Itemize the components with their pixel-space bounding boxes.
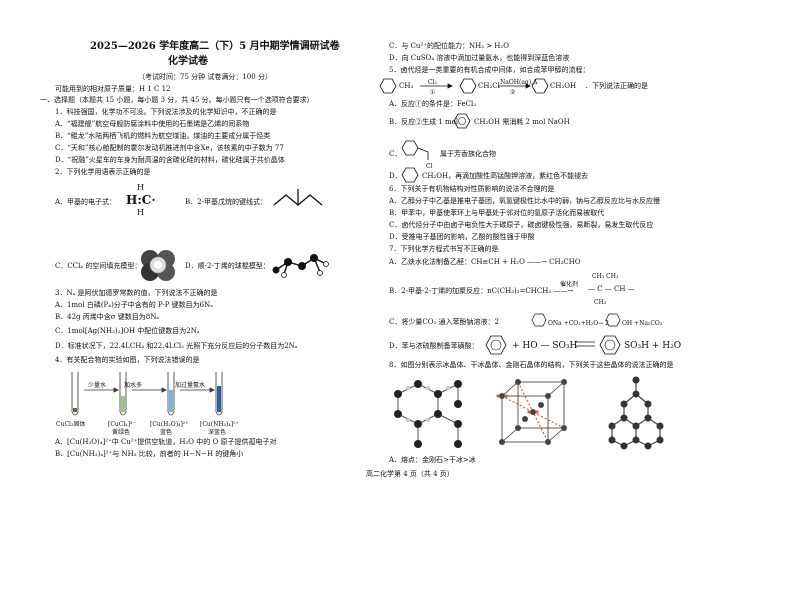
- q1-option-a: A．“福建舰”航空母舰防腐涂料中使用的石墨烯是乙烯的同系物: [55, 120, 250, 128]
- q2-option-b: B．2-甲基戊烷的键线式：: [185, 198, 267, 206]
- tube-label-cu-nh3: [Cu(NH₃)₄]²⁺: [200, 421, 239, 428]
- q4-option-d: D．向 CuSO₄ 溶液中滴加过量氨水，也能得到深蓝色溶液: [389, 54, 570, 62]
- q3-option-d: D．标准状况下，22.4LCH₄ 和22.4LCl₂ 光照下充分反应后的分子数目…: [55, 342, 298, 350]
- tube-label-cu-h2o: [Cu(H₂O)₄]²⁺: [150, 421, 189, 428]
- atomic-mass-line: 可能用到的相对原子质量：H 1 C 12: [55, 85, 171, 93]
- q7-d-end: SO₃H + H₂O: [624, 341, 682, 351]
- chlorine-label: Cl: [426, 163, 433, 170]
- methyl-h-bottom: H: [137, 208, 144, 217]
- q1-option-c: C．“天和”核心舱配制的霍尔发动机推进剂中含Xe，该核素的中子数为 77: [55, 144, 284, 152]
- methyl-electron-formula: H:C·: [126, 193, 156, 207]
- ice-crystal-structure-image: [394, 380, 462, 448]
- q2-option-d: D．顺-2-丁烯的球棍模型：: [185, 262, 270, 270]
- q2-stem: 2．下列化学用语表示正确的是: [55, 168, 151, 176]
- q3-option-a: A．1mol 白磷(P₄)分子中含有的 P-P 键数目为6Nₐ: [55, 301, 213, 309]
- phenol-ring-icon: [605, 313, 621, 327]
- equilibrium-arrow: [575, 341, 595, 347]
- q5-stem: 5．卤代烃是一类重要的有机合成中间体，如合成苯甲醇的流程：: [389, 66, 590, 74]
- q5-option-c-start: C．: [389, 150, 402, 158]
- q5-option-d-start: D．: [389, 172, 402, 180]
- ccl4-space-filling-model: [141, 250, 175, 281]
- q6-option-c: C．卤代烃分子中由卤子电负性大于碳原子，碳卤键极性强，易断裂，易发生取代反应: [389, 221, 654, 229]
- q2-option-a: A．甲基的电子式：: [55, 198, 117, 206]
- methyl-h-top: H: [137, 183, 144, 192]
- q5-stem-tail: ．下列说法正确的是: [585, 82, 648, 90]
- chlorobenzyl-compound-structure: [401, 140, 429, 160]
- q6-option-a: A．乙醇分子中乙基是推电子基团，氧氢键极性比水中的弱，钠与乙醇反应比与水反应慢: [389, 197, 661, 205]
- q7-catalyst-label: 催化剂: [560, 281, 579, 288]
- tube-label-blue: 蓝色: [160, 429, 173, 436]
- phenoxide-ring-icon: [531, 313, 547, 327]
- subject-title: 化学试卷: [168, 56, 208, 67]
- q5-option-c-end: 属于芳香族化合物: [440, 150, 496, 158]
- polymer-top: CH₃ CH₃: [592, 273, 619, 280]
- q8-option-a: A．熔点：金刚石>干冰>冰: [389, 456, 476, 464]
- q7-option-d: D．苯与浓硫酸制备苯磺酸：: [389, 342, 479, 350]
- step2-number: ②: [510, 89, 516, 96]
- step1-number: ①: [430, 89, 436, 96]
- arrow-label-excess-ammonia: 加过量氨水: [175, 382, 206, 389]
- q1-option-d: D．“祝融”火星车的车身为耐高温的含碳化硅的材料，碳化硅属于共价晶体: [55, 156, 285, 164]
- q3-stem: 3．Nₐ 是阿伏加德罗常数的值，下列说法不正确的是: [55, 289, 218, 297]
- methylpentane-skeletal-formula: [273, 189, 323, 206]
- benzene-reactant-ring: [485, 335, 507, 355]
- q4-stem: 4．有关配合物的实验如图，下列说法错误的是: [55, 356, 200, 364]
- q6-option-d: D．受推电子基团的影响，乙酸的酸性强于甲酸: [389, 233, 535, 241]
- diamond-crystal-structure-image: [608, 376, 664, 450]
- q7-stem: 7．下列化学方程式书写不正确的是: [389, 245, 499, 253]
- page-footer: 高二化学第 4 页（共 4 页）: [366, 470, 454, 478]
- complex-experiment-diagram: [71, 372, 223, 416]
- arrow-label-more-water: 加水多: [124, 382, 143, 389]
- exam-info: （考试时间：75 分钟 试卷满分：100 分）: [138, 73, 272, 81]
- dry-ice-crystal-structure-image: [496, 379, 567, 445]
- q5-option-d-end: CH₂OH，再滴加酸性高锰酸钾溶液，紫红色不能褪去: [422, 172, 589, 180]
- q4-option-b: B．[Cu(NH₃)₄]²⁺与 NH₃ 比较，前者的 H−N−H 的键角小: [55, 450, 244, 458]
- benzyl-alcohol-synthesis-scheme: [379, 78, 549, 94]
- cis-2-butene-ball-stick-model: [272, 254, 329, 278]
- q1-stem: 1．科技强国，化学功不可没。下列说法涉及的化学知识中，不正确的是: [55, 108, 277, 116]
- tube-label-cucl2-solid: CuCl₂固体: [56, 421, 86, 428]
- q7-d-middle: + HO — SO₃H: [512, 341, 578, 351]
- q3-option-c: C．1mol[Ag(NH₃)₂]OH 中配位键数目为2Nₐ: [55, 327, 200, 335]
- benzyl-chloride-ch2cl: CH₂Cl: [478, 82, 500, 90]
- tube-label-cucl4: [CuCl₄]²⁻: [108, 421, 136, 428]
- q1-option-b: B．“鲲龙”水陆两栖飞机的燃料为航空煤油，煤油的主要成分属于烃类: [55, 132, 271, 140]
- q5-option-a: A．反应①的条件是：FeCl₃: [389, 100, 477, 108]
- benzene-ring-icon-d: [401, 167, 419, 183]
- tube-label-deep-blue: 深蓝色: [208, 429, 227, 436]
- q7-option-b: B．2-甲基-2-丁烯的加聚反应：nC(CH₃)₂=CHCH₃ ——→: [389, 287, 574, 295]
- polymer-chain: — C — CH —: [588, 285, 635, 293]
- q7-option-c: C．将少量CO₂ 通入苯酚钠溶液：2: [389, 318, 499, 326]
- section-one-heading: 一、选择题（本题共 15 小题，每小题 3 分，共 45 分。每小题只有一个选项…: [40, 96, 314, 104]
- benzyl-alcohol-ch2oh: CH₂OH: [550, 82, 577, 90]
- q5-option-b-start: B．反应②生成 1 mol: [389, 118, 459, 126]
- benzenesulfonic-acid-ring: [599, 335, 621, 355]
- arrow-label-small-water: 少量水: [88, 382, 107, 389]
- q4-option-c: C．与 Cu²⁺的配位能力：NH₃ > H₂O: [389, 42, 509, 50]
- q5-option-b-end: CH₂OH 需消耗 2 mol NaOH: [474, 118, 570, 126]
- q7-option-a: A．乙炔水化法制备乙醛：CH≡CH + H₂O ——→ CH₃CHO: [389, 258, 581, 266]
- q8-stem: 8．如图分别表示冰晶体、干冰晶体、金刚石晶体的结构，下列关于这些晶体的说法正确的…: [389, 361, 674, 369]
- q6-option-b: B．甲苯中，甲基使苯环上与甲基处于邻对位的氢原子活化而易被取代: [389, 209, 605, 217]
- q2-option-c: C．CCl₄ 的空间填充模型：: [55, 262, 142, 270]
- polymer-bottom: CH₃: [594, 299, 607, 306]
- step1-reagent: Cl₂: [428, 79, 437, 86]
- tube-label-yellow-green: 黄绿色: [112, 429, 131, 436]
- q4-option-a: A．[Cu(H₂O)₄]²⁺中 Cu²⁺提供空轨道，H₂O 中的 O 原子提供孤…: [55, 438, 277, 446]
- q6-stem: 6．下列关于有机物结构对性质影响的说法不合理的是: [389, 185, 555, 193]
- benzene-ring-icon: [453, 113, 471, 129]
- exam-title: 2025—2026 学年度高二（下）5 月中期学情调研试卷: [90, 41, 340, 52]
- step2-reagent: NaOH(aq),Δ: [500, 79, 538, 86]
- q3-option-b: B．42g 丙烯中含σ 键数目为8Nₐ: [55, 313, 160, 321]
- toluene-ch3: CH₃: [399, 82, 414, 90]
- q7-c-middle: ONa +CO₂+H₂O→ 2: [548, 320, 609, 327]
- q7-c-end: OH +Na₂CO₃: [622, 320, 663, 327]
